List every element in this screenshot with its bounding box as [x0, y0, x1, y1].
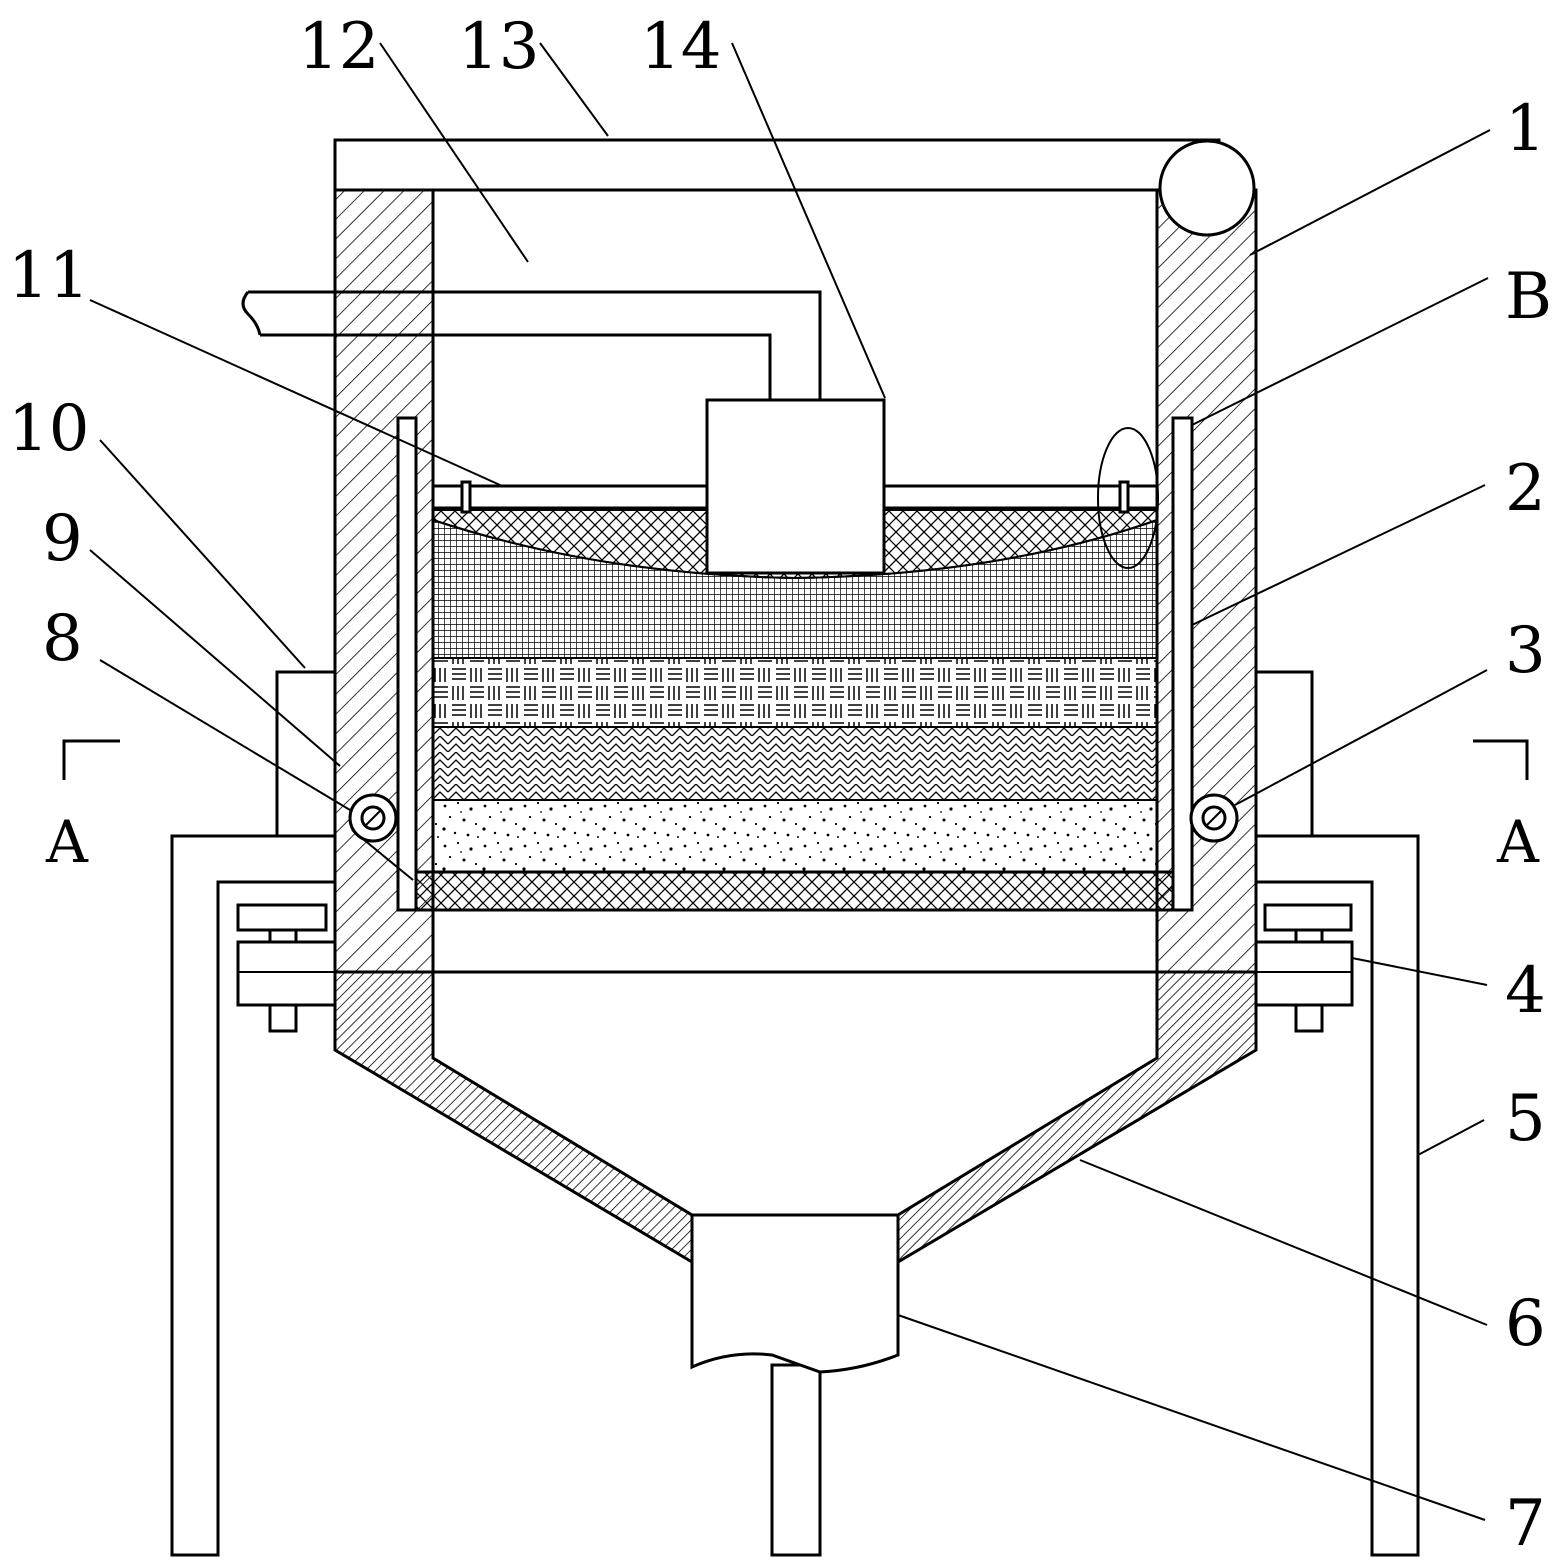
hook-right — [1118, 480, 1130, 514]
hinge-circle — [1158, 139, 1256, 237]
label-8: 8 — [42, 602, 83, 676]
housing-wall-left — [333, 188, 435, 974]
label-4: 4 — [1505, 954, 1546, 1028]
herringbone-layer — [432, 726, 1158, 801]
section-marker-right: A — [1473, 739, 1540, 876]
filter-frame-right — [1171, 416, 1194, 912]
inlet-pipe — [248, 290, 822, 400]
label-13: 13 — [458, 10, 539, 84]
outlet — [690, 1213, 900, 1374]
filter-frame-left — [396, 416, 418, 912]
clamp-right — [1254, 903, 1354, 1033]
support-frame — [170, 834, 1420, 1557]
label-6: 6 — [1505, 1287, 1546, 1361]
label-3: 3 — [1505, 614, 1546, 688]
label-5: 5 — [1505, 1082, 1546, 1156]
label-14: 14 — [640, 10, 721, 84]
section-label-left: A — [45, 808, 89, 876]
bolt-left — [348, 793, 398, 843]
section-label-right: A — [1496, 808, 1540, 876]
detail-circle-b — [1097, 427, 1159, 569]
clamp-left — [236, 903, 337, 1033]
label-1: 1 — [1505, 92, 1546, 166]
label-7: 7 — [1505, 1487, 1546, 1561]
bolt-right — [1189, 793, 1239, 843]
mount-block-right — [1254, 670, 1314, 838]
label-10: 10 — [8, 392, 89, 466]
filter-layers — [432, 509, 1158, 873]
label-12: 12 — [298, 10, 379, 84]
hopper-left — [333, 970, 694, 1265]
section-marker-left: A — [45, 739, 120, 876]
sand-layer — [432, 799, 1158, 873]
hopper-right — [896, 970, 1258, 1265]
motor-box — [705, 398, 886, 575]
hook-left — [460, 480, 472, 514]
label-b: B — [1505, 260, 1552, 334]
pipe-break — [241, 291, 262, 336]
part-labels: 1 B 2 3 4 5 6 7 8 9 10 11 12 13 14 — [8, 10, 1552, 1561]
basket-bottom-plate — [414, 870, 1175, 912]
label-11: 11 — [8, 239, 89, 313]
woven-layer — [432, 657, 1158, 728]
label-9: 9 — [42, 502, 83, 576]
leader-lines — [89, 42, 1491, 1521]
center-post — [770, 1363, 822, 1557]
label-2: 2 — [1505, 452, 1546, 526]
